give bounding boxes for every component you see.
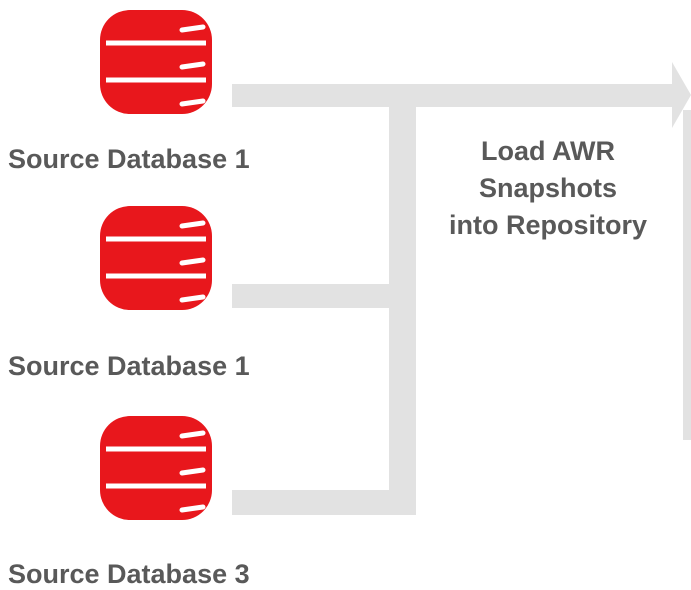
source-db-label: Source Database 3 — [8, 559, 250, 589]
flow-caption: Load AWR Snapshots into Repository — [410, 133, 686, 244]
source-db-label: Source Database 1 — [8, 144, 250, 174]
database-icon — [100, 206, 212, 310]
right-panel-edge — [683, 110, 691, 440]
main-arrow-shaft — [232, 84, 672, 107]
caption-line: Load AWR — [481, 136, 615, 166]
database-icon — [100, 416, 212, 520]
arrow-head — [672, 62, 691, 128]
caption-line: Snapshots — [478, 173, 618, 203]
source-db-label: Source Database 1 — [8, 351, 250, 381]
caption-line: into Repository — [448, 210, 647, 240]
database-icon — [100, 10, 212, 114]
branch-db-2 — [232, 284, 416, 308]
branch-db-3 — [232, 490, 416, 515]
connector-lines — [232, 62, 691, 515]
